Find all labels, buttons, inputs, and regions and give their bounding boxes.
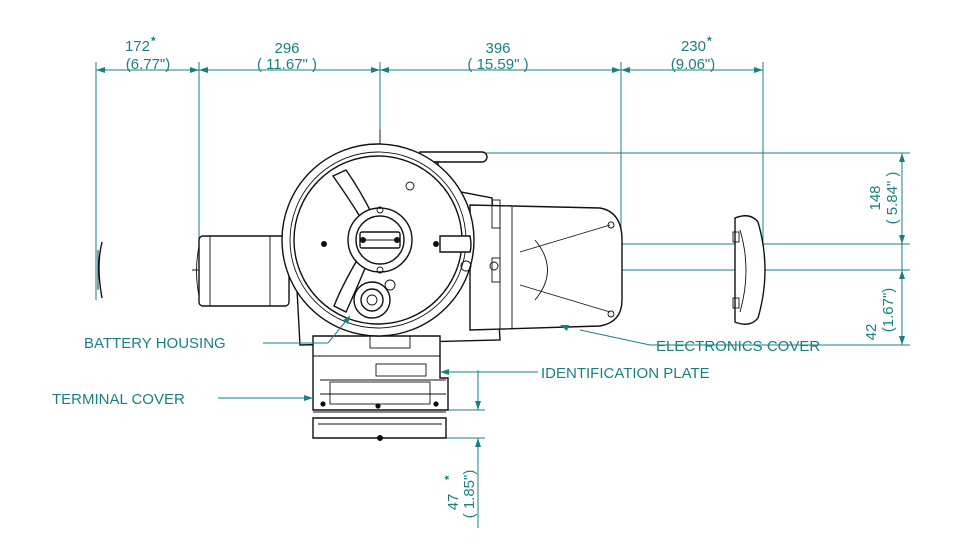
dim-bottom-inch: ( 1.85") <box>461 470 478 519</box>
dim-right-1-value: 148 <box>867 185 884 210</box>
label-electronics-cover: ELECTRONICS COVER <box>656 338 820 355</box>
dim-right-2-value: 42 <box>863 324 880 341</box>
dim-top-1-star: * <box>151 34 156 48</box>
actuator-body <box>97 143 766 441</box>
dim-top-3-inch: ( 15.59" ) <box>467 56 528 73</box>
dim-top-2-value: 296 <box>274 40 299 57</box>
dim-right-1-inch: ( 5.84" ) <box>884 172 901 225</box>
dim-bottom-value: 47 <box>445 494 462 511</box>
label-battery-housing: BATTERY HOUSING <box>84 335 226 352</box>
dim-top-4-inch: (9.06") <box>671 56 716 73</box>
dim-bottom-star: * <box>442 475 456 480</box>
dim-top-2-inch: ( 11.67" ) <box>257 56 317 73</box>
leader-lines <box>218 315 651 401</box>
part-labels: BATTERY HOUSING ELECTRONICS COVER IDENTI… <box>52 335 820 408</box>
label-terminal-cover: TERMINAL COVER <box>52 391 185 408</box>
dim-right-2-inch: (1.67") <box>880 288 897 333</box>
dimension-text: 172 * (6.77") 296 ( 11.67" ) 396 ( 15.59… <box>125 34 901 518</box>
dim-top-1-inch: (6.77") <box>126 56 171 73</box>
dim-top-1-value: 172 <box>125 38 150 55</box>
dim-top-4-star: * <box>707 34 712 48</box>
dim-top-4-value: 230 <box>681 38 706 55</box>
dim-top-3-value: 396 <box>485 40 510 57</box>
label-identification-plate: IDENTIFICATION PLATE <box>541 365 710 382</box>
